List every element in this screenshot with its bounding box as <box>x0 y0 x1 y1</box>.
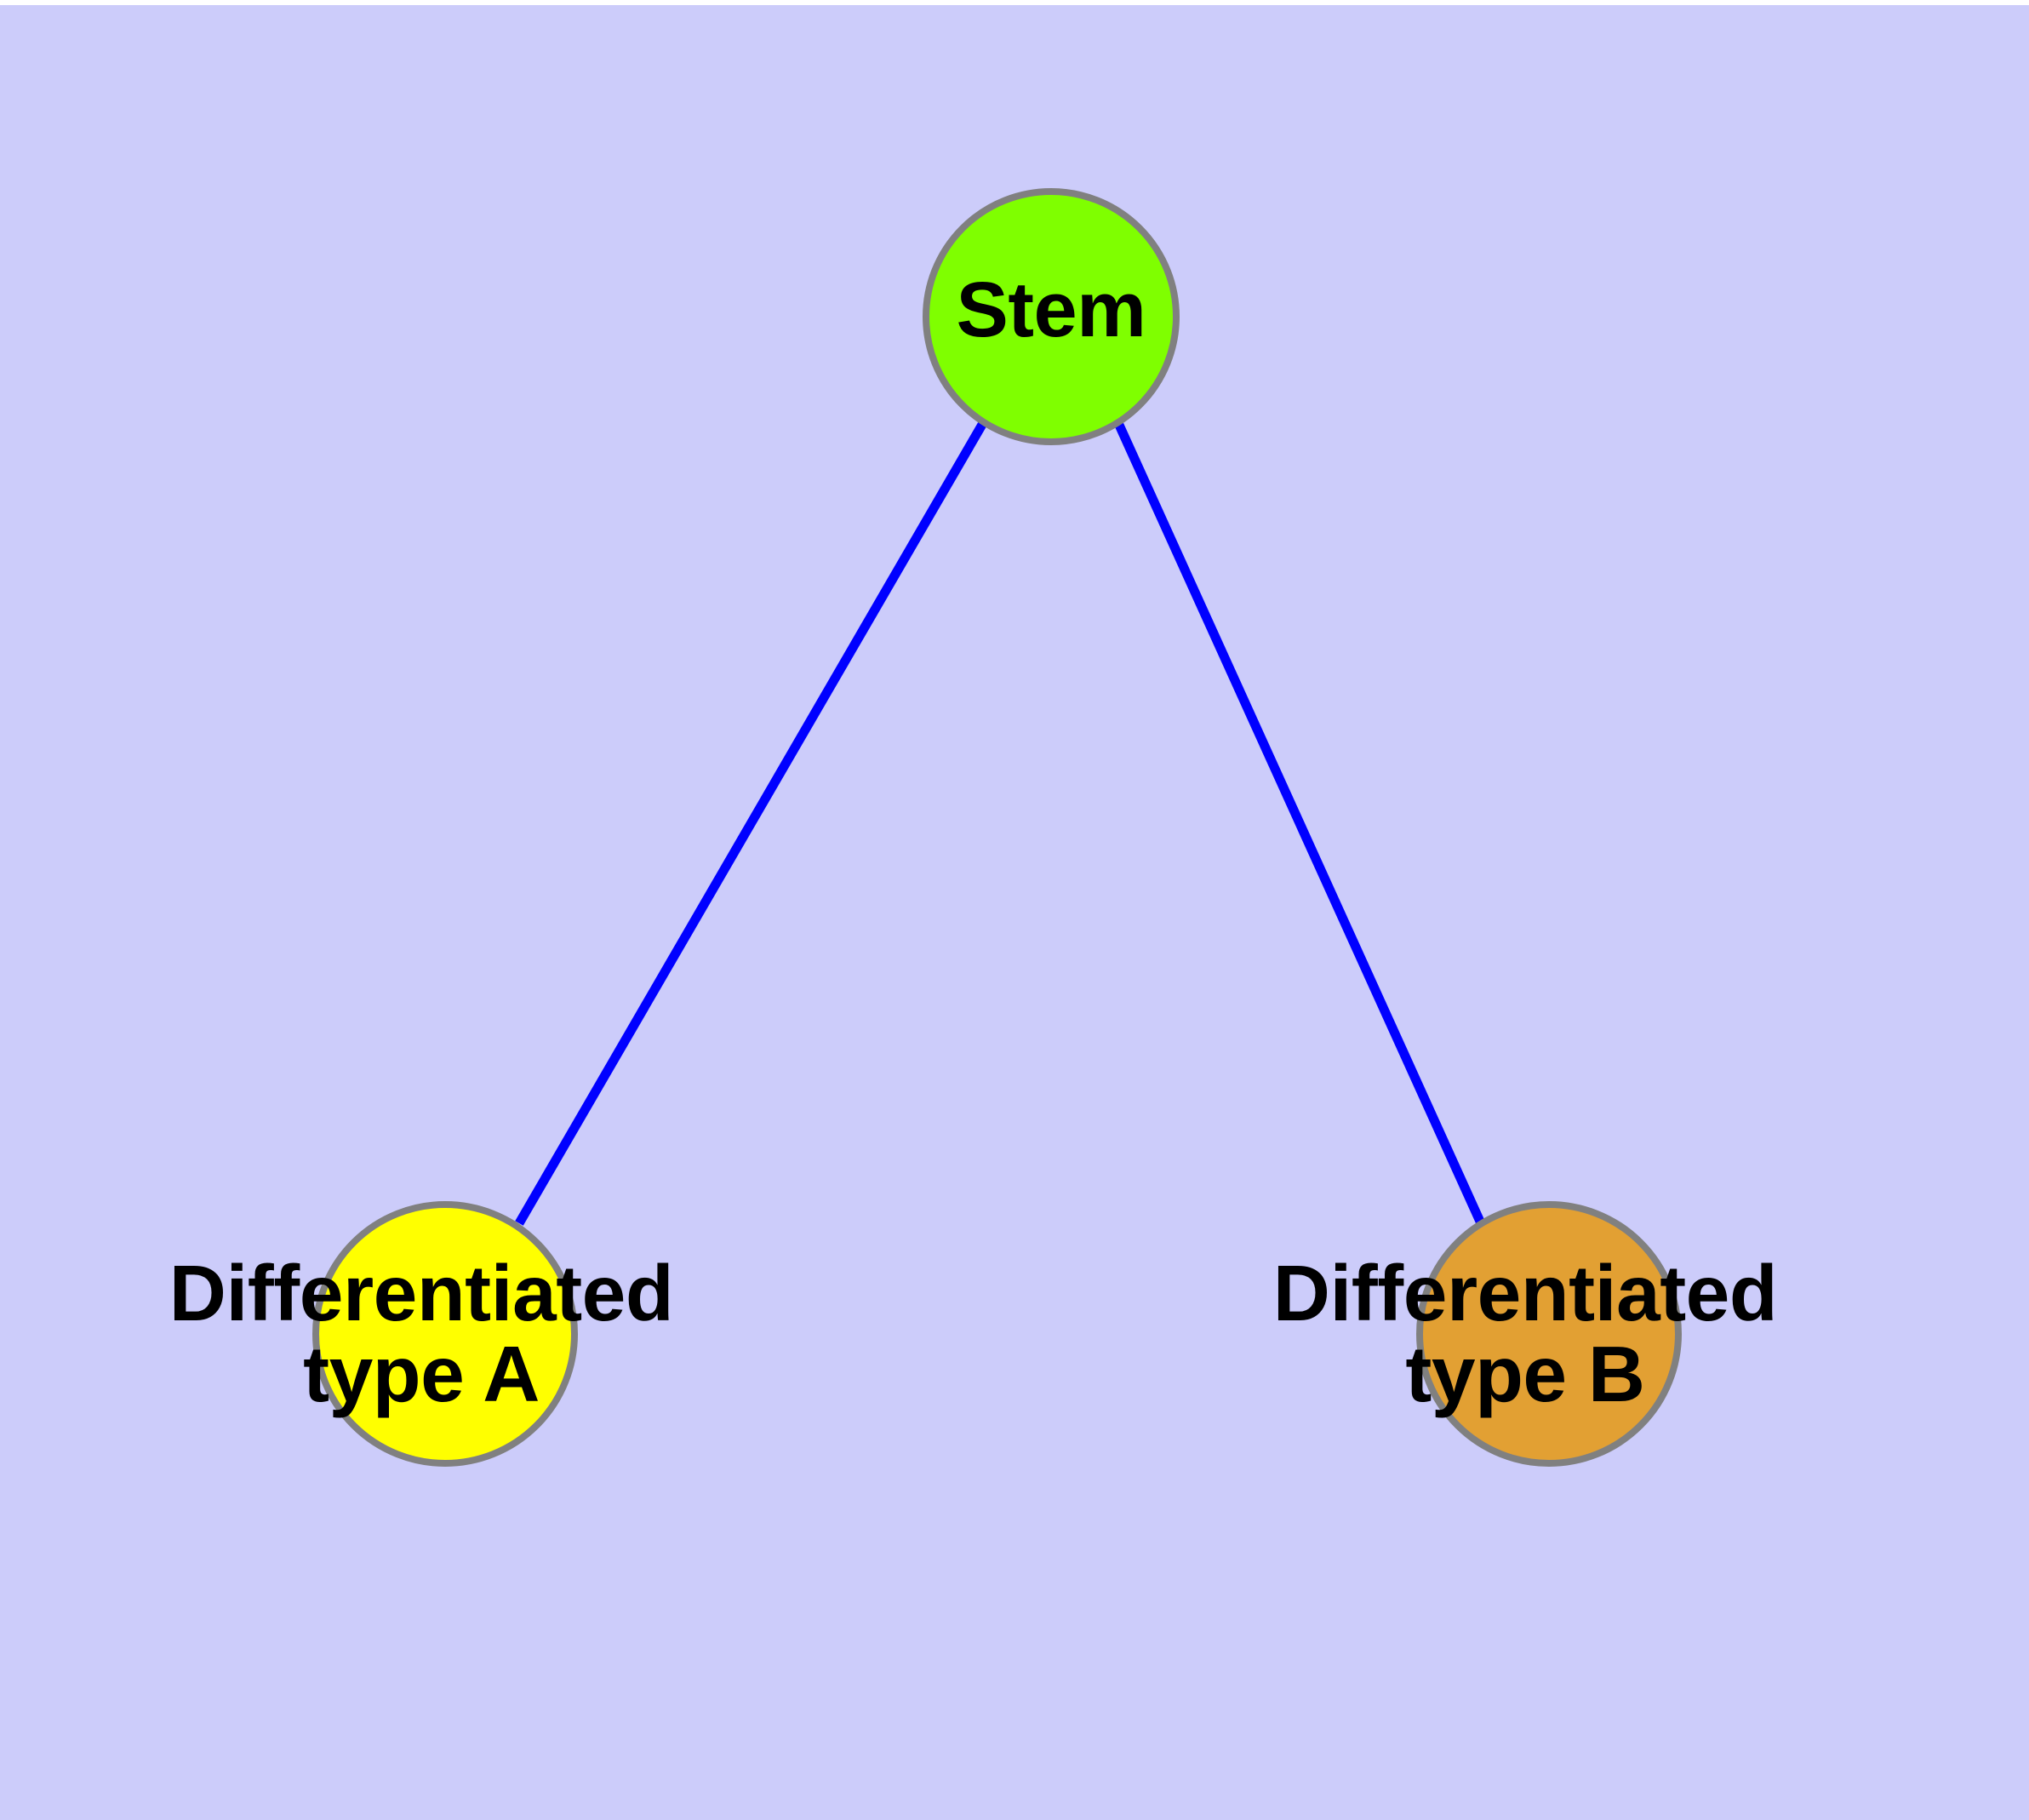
node-stem[interactable] <box>923 188 1180 445</box>
node-label-stem: Stem <box>796 270 1306 351</box>
node-label-stem-line1: Stem <box>956 266 1146 353</box>
node-layer <box>312 188 1682 1467</box>
edge-stem-to-diff-a <box>515 421 987 1226</box>
node-label-diff-a-line2: type A <box>303 1329 540 1418</box>
edge-layer <box>515 421 1486 1226</box>
node-label-diff-b-line2: type B <box>1405 1329 1645 1418</box>
node-label-diff-a-line1: Differentiated <box>169 1249 674 1337</box>
node-label-diff-b-line1: Differentiated <box>1272 1249 1778 1337</box>
node-differentiated-type-b[interactable] <box>1416 1201 1682 1467</box>
node-differentiated-type-a[interactable] <box>312 1201 578 1467</box>
edge-stem-to-diff-b <box>1113 421 1486 1226</box>
